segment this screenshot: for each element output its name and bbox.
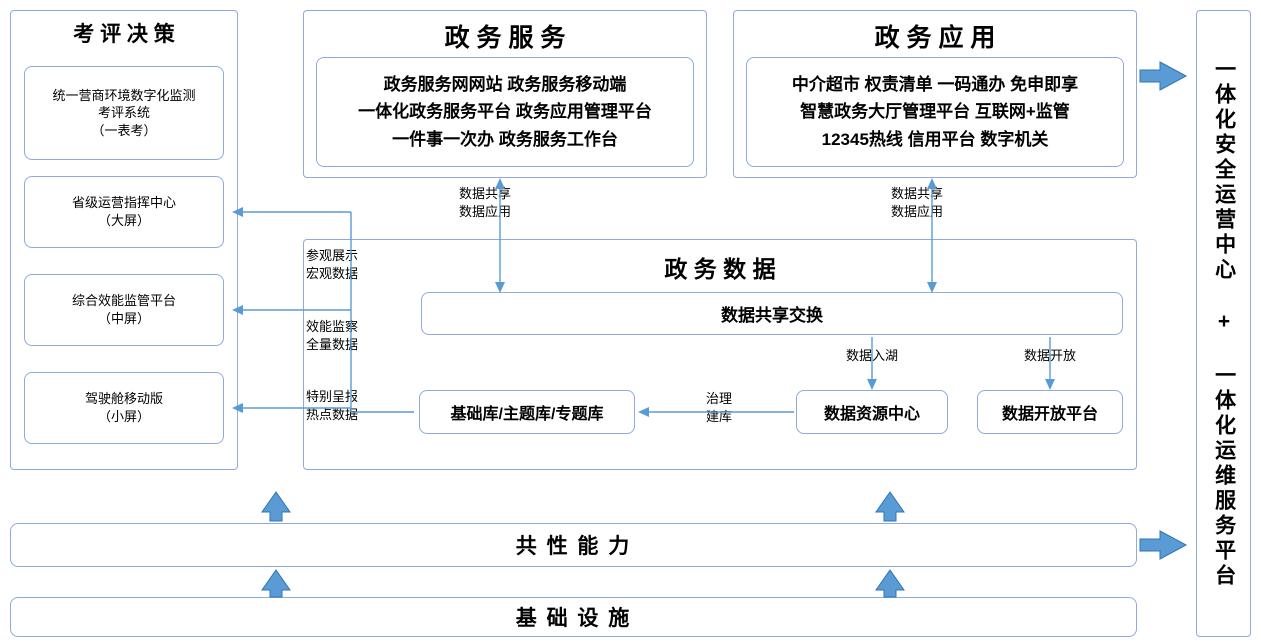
label-visit-macro-data: 参观展示 宏观数据 <box>306 248 359 281</box>
government-data-title: 政 务 数 据 <box>664 256 776 282</box>
evaluation-decision-title: 考 评 决 策 <box>73 23 175 46</box>
arrow-up-infra-to-common-right <box>875 569 905 598</box>
government-application-items[interactable]: 中介超市 权责清单 一码通办 免申即享 智慧政务大厅管理平台 互联网+监管 12… <box>746 57 1124 167</box>
arrow-up-common-to-data-right <box>875 491 905 522</box>
arrow-up-common-to-data-left <box>261 491 291 522</box>
data-open-platform-box[interactable]: 数据开放平台 <box>977 390 1123 434</box>
provincial-operation-center[interactable]: 省级运营指挥中心 （大屏） <box>24 176 224 248</box>
security-ops-platform-panel <box>1196 10 1251 637</box>
label-data-into-lake: 数据入湖 <box>845 348 898 363</box>
label-data-share-apply-left: 数据共享 数据应用 <box>458 186 511 219</box>
arrow-up-infra-to-common-left <box>261 569 291 598</box>
unified-business-env-system[interactable]: 统一营商环境数字化监测 考评系统 （一表考） <box>24 66 224 160</box>
security-ops-platform-text: 一体化安全运营中心 + 一体化运维服务平台 <box>1212 58 1236 589</box>
arrow-to-security-panel-top <box>1139 61 1188 91</box>
government-service-items[interactable]: 政务服务网网站 政务服务移动端 一体化政务服务平台 政务应用管理平台 一件事一次… <box>316 57 694 167</box>
data-resource-center-box[interactable]: 数据资源中心 <box>796 390 948 434</box>
cockpit-mobile-edition[interactable]: 驾驶舱移动版 （小屏） <box>24 372 224 444</box>
comprehensive-efficiency-platform[interactable]: 综合效能监管平台 （中屏） <box>24 274 224 346</box>
government-service-title: 政 务 服 务 <box>444 24 566 52</box>
infrastructure-bar[interactable]: 基 础 设 施 <box>10 597 1137 637</box>
label-data-open: 数据开放 <box>1023 348 1076 363</box>
label-data-share-apply-right: 数据共享 数据应用 <box>890 186 943 219</box>
label-govern-build-library: 治理 建库 <box>705 391 732 424</box>
label-efficiency-full-data: 效能监察 全量数据 <box>306 319 359 352</box>
common-capability-bar[interactable]: 共 性 能 力 <box>10 523 1137 567</box>
data-sharing-exchange-box[interactable]: 数据共享交换 <box>421 292 1123 335</box>
arrow-to-security-panel-bottom <box>1139 530 1188 560</box>
security-ops-platform-label: 一体化安全运营中心 + 一体化运维服务平台 <box>1196 10 1251 637</box>
base-topic-thematic-library-box[interactable]: 基础库/主题库/专题库 <box>419 390 635 434</box>
government-application-title: 政 务 应 用 <box>874 24 996 52</box>
label-special-report-hot-data: 特别呈报 热点数据 <box>306 389 359 422</box>
